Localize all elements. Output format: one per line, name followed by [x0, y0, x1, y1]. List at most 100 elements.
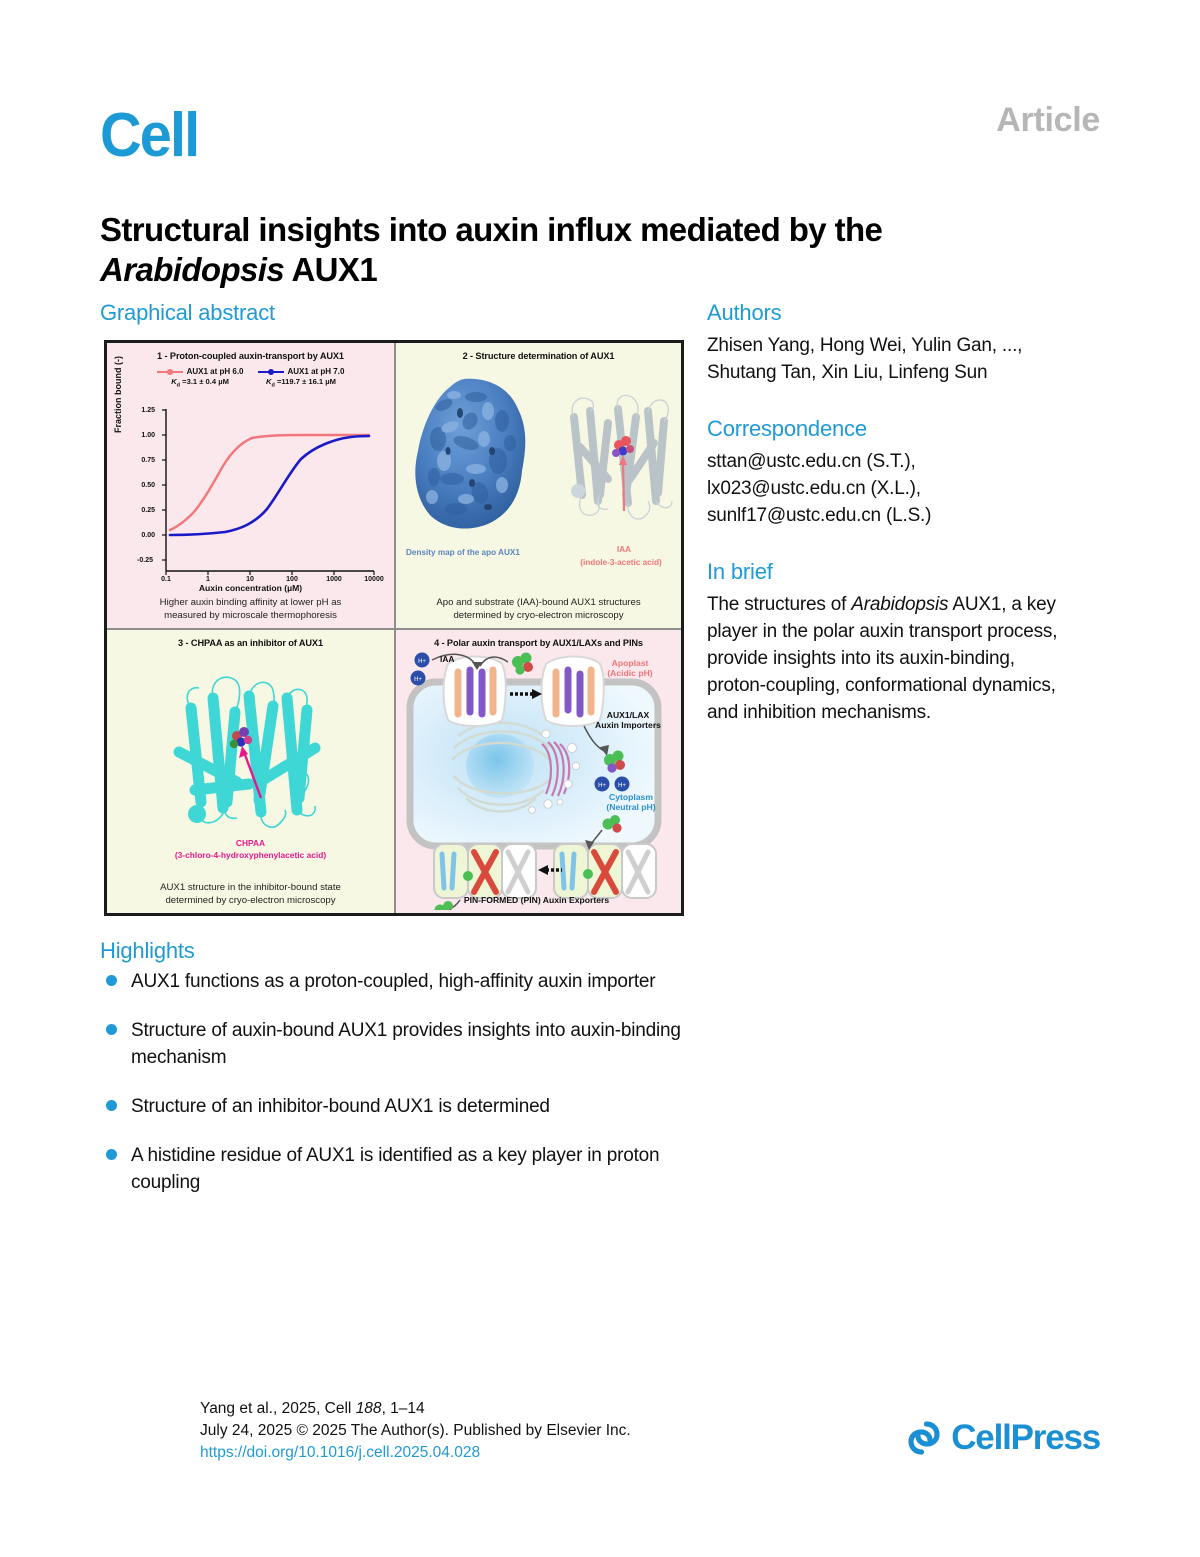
bullet-icon — [106, 1100, 117, 1111]
chpaa-ligand — [229, 727, 253, 749]
bullet-icon — [106, 1024, 117, 1035]
proton-pair-cytoplasm: H+ H+ — [594, 776, 630, 792]
highlight-text: Structure of auxin-bound AUX1 provides i… — [131, 1020, 681, 1068]
cryoem-structures-illustration — [415, 378, 673, 529]
highlight-item: A histidine residue of AUX1 is identifie… — [100, 1142, 700, 1196]
x-tick-10: 10 — [246, 575, 254, 583]
cellpress-logo: CellPress — [906, 1418, 1101, 1458]
doi-link[interactable]: https://doi.org/10.1016/j.cell.2025.04.0… — [200, 1444, 481, 1461]
citation-prefix: Yang et al., 2025, Cell — [200, 1400, 356, 1417]
cytoplasm-label-line2: (Neutral pH) — [606, 802, 656, 812]
svg-text:H+: H+ — [418, 659, 426, 665]
citation-volume: 188 — [355, 1400, 382, 1417]
citation-pages: , 1–14 — [381, 1400, 425, 1417]
correspondence-heading: Correspondence — [707, 416, 867, 441]
bullet-icon — [106, 1149, 117, 1160]
ga-panel-1-title: 1 - Proton-coupled auxin-transport by AU… — [157, 351, 344, 361]
chart-x-axis-label: Auxin concentration (µM) — [198, 582, 303, 593]
bullet-icon — [106, 975, 117, 986]
copyright-line: July 24, 2025 © 2025 The Author(s). Publ… — [200, 1422, 631, 1439]
svg-text:H+: H+ — [414, 677, 422, 683]
highlights-list: AUX1 functions as a proton-coupled, high… — [100, 968, 700, 1218]
footer-citation: Yang et al., 2025, Cell 188, 1–14 July 2… — [200, 1398, 800, 1464]
highlights-heading: Highlights — [100, 938, 195, 963]
correspondence-email-1[interactable]: sttan@ustc.edu.cn (S.T.), — [707, 451, 916, 472]
ga-panel-3-title: 3 - CHPAA as an inhibitor of AUX1 — [178, 638, 323, 648]
ga-panel-1-caption-line1: Higher auxin binding affinity at lower p… — [159, 597, 342, 608]
pin-exporter-right — [553, 843, 657, 899]
organelles — [451, 721, 581, 814]
pin-exporter-left — [433, 843, 537, 899]
x-tick-10000: 10000 — [364, 575, 384, 583]
in-brief-block: In brief The structures of Arabidopsis A… — [707, 559, 1077, 726]
title-line-2-rest: AUX1 — [284, 251, 378, 289]
title-italic-genus: Arabidopsis — [100, 251, 285, 289]
cytoplasm-label: Cytoplasm (Neutral pH) — [585, 792, 677, 812]
legend-swatch-ph6 — [156, 368, 183, 375]
y-tick-100: 1.00 — [141, 431, 155, 439]
ga-panel-4: 4 - Polar auxin transport by AUX1/LAXs a… — [394, 628, 681, 913]
curve-ph7 — [168, 434, 371, 536]
cell-journal-logo: Cell — [100, 101, 200, 170]
highlight-text: A histidine residue of AUX1 is identifie… — [131, 1145, 660, 1193]
binding-curve-chart: Fraction bound (-) Auxin concentration (… — [107, 356, 394, 593]
legend-swatch-ph7 — [257, 368, 284, 375]
chart-plot-area — [162, 408, 375, 575]
ga-panel-3: 3 - CHPAA as an inhibitor of AUX1 — [107, 628, 394, 913]
iaa-bound-model — [570, 394, 673, 520]
svg-text:H+: H+ — [598, 783, 606, 789]
highlight-item: Structure of an inhibitor-bound AUX1 is … — [100, 1093, 700, 1120]
authors-heading: Authors — [707, 300, 782, 325]
legend-entry-ph7: AUX1 at pH 7.0 Kd =119.7 ± 16.1 µM — [257, 367, 345, 389]
y-tick-125: 1.25 — [141, 406, 155, 414]
polar-auxin-transport-diagram: H+ H+ — [406, 652, 662, 910]
cytoplasm-label-line1: Cytoplasm — [609, 792, 653, 802]
legend-label-ph6: AUX1 at pH 6.0 — [186, 367, 244, 376]
y-tick-050: 0.50 — [141, 481, 155, 489]
correspondence-block: Correspondence sttan@ustc.edu.cn (S.T.),… — [707, 416, 1077, 529]
authors-list: Zhisen Yang, Hong Wei, Yulin Gan, ..., S… — [707, 335, 1023, 383]
title-line-1: Structural insights into auxin influx me… — [100, 211, 883, 249]
chpaa-bound-structure-illustration — [173, 676, 321, 828]
y-tick-025: 0.25 — [141, 506, 155, 514]
legend-kd-ph6: Kd =3.1 ± 0.4 µM — [171, 377, 229, 389]
highlight-item: AUX1 functions as a proton-coupled, high… — [100, 968, 700, 995]
apoplast-label: Apoplast (Acidic pH) — [587, 658, 673, 678]
iaa-label-panel4: IAA — [440, 654, 455, 664]
ga-panel-2-caption-line1: Apo and substrate (IAA)-bound AUX1 struc… — [436, 597, 641, 608]
highlight-text: Structure of an inhibitor-bound AUX1 is … — [131, 1096, 550, 1117]
legend-label-ph7: AUX1 at pH 7.0 — [287, 367, 345, 376]
y-tick-075: 0.75 — [141, 456, 155, 464]
ga-panel-2-caption: Apo and substrate (IAA)-bound AUX1 struc… — [396, 596, 681, 622]
ga-panel-3-caption: AUX1 structure in the inhibitor-bound st… — [107, 881, 394, 907]
chart-legend: AUX1 at pH 6.0 Kd =3.1 ± 0.4 µM AUX1 at … — [107, 367, 394, 389]
highlight-item: Structure of auxin-bound AUX1 provides i… — [100, 1017, 700, 1071]
x-tick-100: 100 — [286, 575, 298, 583]
page-title: Structural insights into auxin influx me… — [100, 210, 1100, 290]
correspondence-email-2[interactable]: lx023@ustc.edu.cn (X.L.), — [707, 478, 921, 499]
legend-kd-ph7: Kd =119.7 ± 16.1 µM — [265, 377, 336, 389]
graphical-abstract-figure: 1 - Proton-coupled auxin-transport by AU… — [104, 340, 684, 916]
aux1-lax-importer-inward — [540, 655, 605, 727]
density-map-label: Density map of the apo AUX1 — [406, 548, 520, 557]
iaa-ligand — [612, 436, 634, 457]
iaa-molecule-export-in — [602, 815, 622, 833]
ga-panel-2: 2 - Structure determination of AUX1 — [394, 343, 681, 628]
svg-text:H+: H+ — [618, 783, 626, 789]
iaa-molecule-apoplast — [512, 652, 533, 675]
curve-ph6 — [168, 433, 371, 531]
correspondence-email-3[interactable]: sunlf17@ustc.edu.cn (L.S.) — [707, 505, 932, 526]
y-tick-000: 0.00 — [141, 531, 155, 539]
x-tick-1: 1 — [206, 575, 210, 583]
ga-panel-3-caption-line2: determined by cryo-electron microscopy — [165, 895, 336, 906]
in-brief-text-after: AUX1, a key player in the polar auxin tr… — [707, 594, 1058, 723]
chpaa-label: CHPAA — [235, 838, 266, 848]
apoplast-label-line1: Apoplast — [611, 658, 649, 668]
in-brief-italic-genus: Arabidopsis — [851, 594, 949, 615]
iaa-molecule-cytoplasm — [604, 750, 625, 773]
article-type-label: Article — [996, 101, 1100, 139]
iaa-label: IAA — [616, 545, 632, 554]
cellpress-wordmark: CellPress — [951, 1418, 1101, 1457]
apo-density-map — [415, 378, 526, 529]
cellpress-mark-icon — [908, 1421, 940, 1455]
